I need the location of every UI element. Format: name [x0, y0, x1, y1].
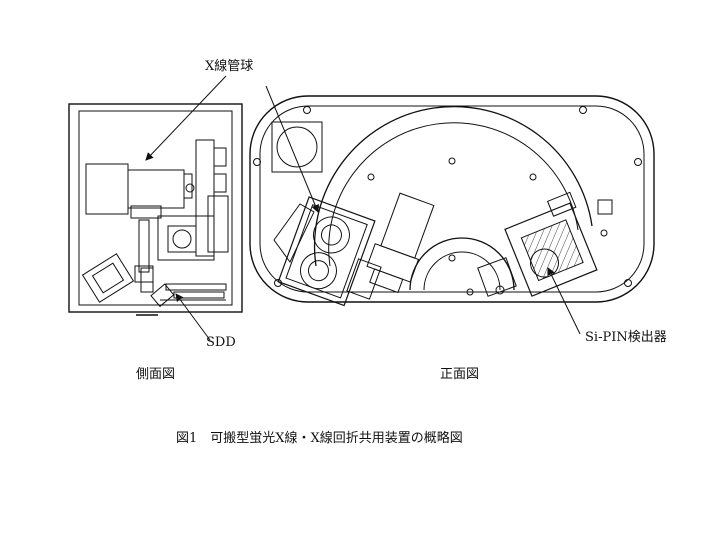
- label-sipin-detector: Si-PIN検出器: [585, 330, 667, 345]
- front-tube-cap: [273, 203, 315, 263]
- hole: [448, 254, 456, 262]
- goniometer-arc-outer: [313, 105, 593, 267]
- side-bracket-upper: [213, 147, 227, 167]
- beam-pipe: [138, 219, 150, 273]
- side-stage-window: [167, 225, 197, 253]
- front-detector-bolt: [597, 199, 613, 215]
- leader-sdd: [175, 293, 211, 341]
- front-port-circle: [276, 126, 318, 168]
- leader-sipin: [547, 267, 581, 335]
- side-bracket-lower: [213, 173, 227, 193]
- leader-lines: [145, 75, 581, 341]
- leader-tube-front: [265, 85, 320, 213]
- hole: [367, 173, 375, 181]
- base-rail-lower: [173, 291, 225, 299]
- base-rail-upper: [165, 283, 227, 291]
- figure-caption: 図1 可搬型蛍光X線・X線回折共用装置の概略図: [176, 431, 463, 446]
- side-plate: [207, 195, 229, 253]
- front-tube-block: [277, 196, 376, 307]
- side-stage: [157, 215, 215, 261]
- label-side-view: 側面図: [136, 367, 176, 382]
- side-view-drawing: [68, 103, 243, 316]
- front-slit: [346, 258, 382, 300]
- hole: [448, 157, 456, 165]
- front-optics: [366, 192, 435, 294]
- goniometer-arc-inner: [328, 122, 579, 267]
- tube-mount: [130, 205, 162, 219]
- tube-barrel: [127, 169, 185, 209]
- sample-arc-outer: [409, 237, 515, 291]
- tube-body: [85, 163, 129, 215]
- side-frame-inner: [78, 110, 233, 306]
- side-stage-hole: [172, 229, 192, 249]
- hole: [624, 279, 632, 287]
- hole: [466, 288, 474, 296]
- hole: [634, 158, 642, 166]
- front-view-drawing: [249, 95, 655, 307]
- hole: [579, 106, 587, 114]
- tube-cap: [183, 173, 193, 199]
- leader-tube-side: [145, 75, 227, 161]
- front-outline-inner: [259, 105, 645, 293]
- sdd-housing: [140, 267, 154, 293]
- side-detector-box: [81, 253, 135, 303]
- hole: [303, 106, 311, 114]
- front-detector-arm: [504, 191, 598, 297]
- sample-arc-inner: [423, 251, 501, 291]
- hole: [529, 173, 537, 181]
- front-receiving-slit: [477, 257, 517, 297]
- front-port-square: [271, 121, 323, 173]
- hole: [253, 158, 261, 166]
- label-sdd: SDD: [206, 335, 236, 350]
- hole: [600, 229, 608, 237]
- hole: [495, 285, 505, 295]
- side-column: [195, 139, 215, 257]
- tube-knob: [185, 183, 195, 193]
- side-frame-outer: [68, 103, 243, 313]
- label-front-view: 正面図: [440, 367, 480, 382]
- sdd-head: [150, 283, 175, 308]
- front-outline-outer: [249, 95, 655, 303]
- label-xray-tube: X線管球: [205, 59, 254, 74]
